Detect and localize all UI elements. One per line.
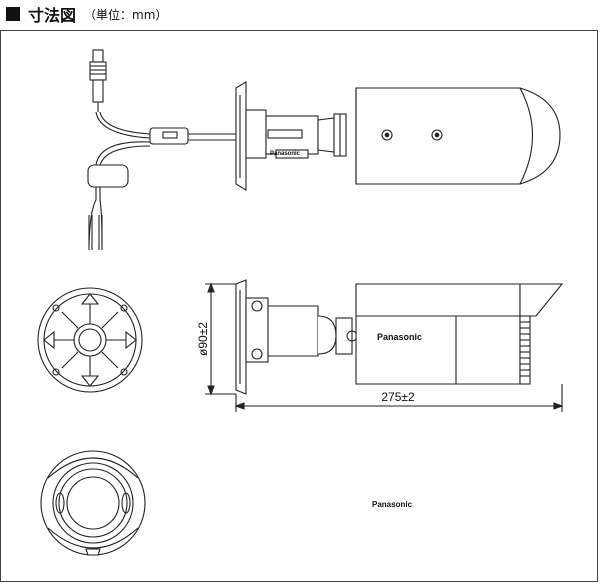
section-header: 寸法図 （単位：mm）	[6, 3, 167, 25]
header-square-icon	[6, 7, 20, 21]
cable-assembly	[87, 49, 236, 250]
header-title: 寸法図	[28, 6, 77, 25]
camera-side-view	[235, 279, 564, 395]
drawing-frame	[0, 30, 598, 582]
brand-label-bottom: Panasonic	[372, 500, 413, 509]
camera-top-view	[235, 81, 561, 191]
lens-front-view	[40, 450, 146, 556]
brand-label-top: Panasonic	[270, 151, 301, 157]
diameter-dimension	[205, 282, 236, 396]
length-dimension	[234, 384, 564, 412]
length-label: 275±2	[381, 390, 415, 404]
mount-base-front-view	[37, 287, 143, 393]
diameter-label: ø90±2	[196, 322, 210, 356]
header-unit: （単位：mm）	[84, 7, 168, 22]
brand-label-body: Panasonic	[377, 332, 422, 342]
